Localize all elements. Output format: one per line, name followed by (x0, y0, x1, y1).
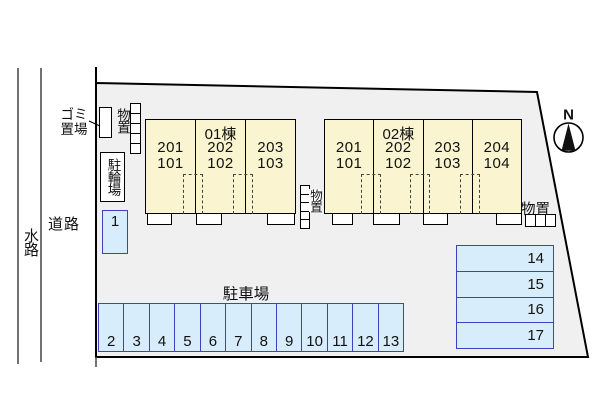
unit-number-lower: 101 (335, 155, 363, 172)
unit-number-upper: 203 (257, 139, 284, 156)
unit-number-lower: 102 (385, 155, 412, 172)
unit-numbers: 201 101 (325, 140, 373, 172)
waterway-label: 水路 (22, 228, 39, 256)
storage-label-left: 物置 (115, 108, 130, 133)
entrance-porch (496, 213, 522, 225)
stair-dashed-outline (233, 174, 253, 214)
stair-dashed-outline (460, 174, 480, 214)
building-02-name: 02棟 (382, 126, 415, 143)
unit-numbers: 203 103 (246, 140, 295, 172)
unit-number-lower: 103 (257, 155, 284, 172)
building-02: 201 101 02棟 202 102 203 103 204 104 (324, 119, 522, 214)
parking-space: 14 (457, 246, 553, 272)
storage-cell (130, 143, 141, 154)
building-01-unit-3: 203 103 (246, 120, 295, 213)
storage-units-left (130, 103, 141, 154)
unit-numbers: 202 102 (196, 140, 245, 172)
parking-space: 8 (252, 304, 277, 351)
unit-number-lower: 103 (434, 155, 461, 172)
parking-space: 12 (353, 304, 379, 351)
building-01-unit-2: 01棟 202 102 (196, 120, 246, 213)
storage-cell (300, 219, 310, 229)
parking-space: 6 (201, 304, 227, 351)
unit-number-upper: 204 (483, 139, 511, 156)
parking-space: 9 (277, 304, 303, 351)
unit-number-upper: 202 (207, 139, 234, 156)
storage-units-right (525, 214, 556, 227)
road-label: 道路 (48, 216, 81, 233)
stair-dashed-outline (361, 174, 381, 214)
building-01-unit-1: 201 101 (146, 120, 196, 213)
parking-space: 15 (457, 272, 553, 298)
garbage-label-line1: ゴミ (60, 107, 88, 122)
north-label: N (563, 107, 574, 124)
bicycle-parking-area: 駐輪場 (100, 152, 125, 202)
parking-space: 16 (457, 298, 553, 324)
parking-space: 13 (382, 333, 400, 350)
building-02-unit-2: 02棟 202 102 (374, 120, 424, 213)
parking-space: 7 (226, 304, 252, 351)
building-02-unit-4: 204 104 (473, 120, 521, 213)
unit-numbers: 204 104 (473, 140, 521, 172)
parking-space-1: 1 (102, 210, 128, 254)
unit-number-lower: 104 (483, 155, 511, 172)
unit-numbers: 203 103 (424, 140, 472, 172)
parking-space: 17 (527, 327, 544, 345)
parking-space: 5 (175, 304, 201, 351)
garbage-leader-line (88, 120, 101, 127)
unit-number-upper: 201 (157, 139, 184, 156)
parking-column-right: 14 15 16 17 (456, 245, 554, 349)
parking-space: 4 (150, 304, 176, 351)
garbage-area-label: ゴミ 置場 (53, 107, 95, 137)
building-01-name: 01棟 (204, 126, 237, 143)
unit-number-upper: 203 (434, 139, 461, 156)
storage-label-right: 物置 (521, 202, 550, 218)
stair-dashed-outline (183, 174, 203, 214)
parking-lot-label: 駐車場 (222, 286, 270, 303)
north-compass: N (553, 107, 584, 153)
unit-number-lower: 101 (157, 155, 184, 172)
entrance-porch (373, 213, 400, 225)
north-arrow-icon (561, 123, 576, 151)
entrance-porch (332, 213, 353, 225)
unit-numbers: 202 102 (374, 140, 422, 172)
parking-row-bottom: 2 3 4 5 6 7 8 9 10 11 12 13 (98, 303, 404, 352)
entrance-porch (196, 213, 222, 225)
unit-number-lower: 102 (207, 155, 234, 172)
storage-label-middle: 物置 (308, 189, 322, 212)
parking-space: 3 (124, 304, 150, 351)
parking-space: 2 (99, 304, 125, 351)
building-01: 201 101 01棟 202 102 203 103 (145, 119, 296, 214)
bicycle-parking-label: 駐輪場 (105, 158, 121, 196)
unit-numbers: 201 101 (146, 140, 195, 172)
unit-number-upper: 202 (385, 139, 412, 156)
parking-space: 11 (328, 304, 354, 351)
entrance-porch (423, 213, 448, 225)
garbage-box (99, 107, 112, 138)
parking-space: 10 (302, 304, 328, 351)
garbage-label-line2: 置場 (60, 121, 88, 137)
unit-number-upper: 201 (335, 139, 363, 156)
storage-cell (545, 214, 556, 227)
stair-dashed-outline (410, 174, 430, 214)
entrance-porch (147, 213, 172, 225)
entrance-porch (267, 213, 295, 225)
building-02-unit-1: 201 101 (325, 120, 375, 213)
building-02-unit-3: 203 103 (424, 120, 473, 213)
